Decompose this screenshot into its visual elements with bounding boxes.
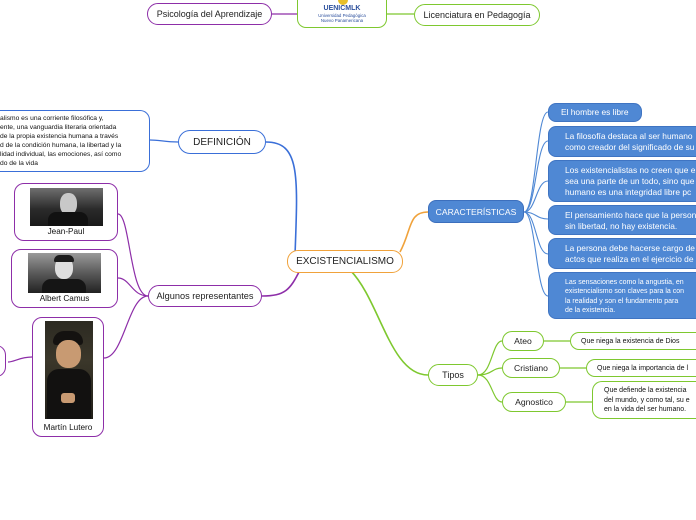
characteristic-2-line-1: La filosofía destaca al ser humano: [565, 131, 693, 141]
characteristic-5[interactable]: La persona debe hacerse cargo de actos q…: [548, 238, 696, 269]
jean-paul-caption: Jean-Paul: [47, 227, 85, 236]
link-person-2: [117, 277, 149, 297]
characteristic-6-line-3: la realidad y son el fundamento para: [565, 297, 679, 305]
node-characteristics-label: CARACTERÍSTICAS: [435, 206, 517, 217]
definition-text-box: alismo es una corriente filosófica y, en…: [0, 110, 150, 172]
characteristic-2-line-2: como creador del significado de su: [565, 142, 695, 152]
link-definition: [265, 141, 298, 256]
albert-camus-caption: Albert Camus: [39, 294, 90, 303]
central-topic[interactable]: EXCISTENCIALISMO: [287, 250, 403, 273]
type-agnostico-desc-line-2: del mundo, y como tal, su e: [604, 396, 690, 404]
definition-line-6: do de la vida: [0, 160, 38, 167]
type-agnostico[interactable]: Agnostico: [502, 392, 566, 412]
node-types[interactable]: Tipos: [428, 364, 478, 386]
type-cristiano-label: Cristiano: [514, 363, 548, 373]
characteristic-5-line-2: actos que realiza en el ejercicio de: [565, 254, 694, 264]
characteristic-6[interactable]: Las sensaciones como la angustia, en exi…: [548, 272, 696, 319]
martin-lutero-photo: [45, 321, 93, 419]
node-licenciatura[interactable]: Licenciatura en Pedagogía: [414, 4, 540, 26]
characteristic-5-line-1: La persona debe hacerse cargo de: [565, 243, 695, 253]
characteristic-6-line-1: Las sensaciones como la angustia, en: [565, 279, 684, 286]
characteristic-4-line-1: El pensamiento hace que la person: [565, 210, 696, 220]
characteristic-3[interactable]: Los existencialistas no creen que e sea …: [548, 160, 696, 202]
node-types-label: Tipos: [442, 370, 464, 380]
characteristic-3-line-3: humano es una integridad libre pc: [565, 187, 692, 197]
jean-paul-photo: [30, 188, 103, 226]
characteristic-3-line-1: Los existencialistas no creen que e: [565, 165, 696, 175]
characteristic-6-line-2: existencialismo son claves para la con: [565, 288, 685, 296]
characteristic-2[interactable]: La filosofía destaca al ser humano como …: [548, 126, 696, 157]
definition-line-2: ente, una vanguardia literaria orientada: [0, 124, 117, 131]
martin-lutero-caption: Martín Lutero: [43, 423, 93, 432]
logo-emblem-icon: [338, 0, 348, 5]
node-licenciatura-label: Licenciatura en Pedagogía: [423, 10, 531, 20]
type-cristiano-desc-line-1: Que niega la importancia de l: [597, 365, 689, 372]
logo-name: UENICMLK: [323, 5, 361, 12]
person-card-jean-paul[interactable]: Jean-Paul: [14, 183, 118, 241]
definition-line-4: d de la condición humana, la libertad y …: [0, 142, 122, 149]
definition-line-3: de la propia existencia humana a través: [0, 133, 119, 140]
characteristic-4[interactable]: El pensamiento hace que la person sin li…: [548, 205, 696, 235]
central-topic-label: EXCISTENCIALISMO: [296, 256, 394, 267]
link-types: [349, 269, 429, 376]
characteristic-1[interactable]: El hombre es libre: [548, 103, 642, 122]
type-agnostico-desc-line-3: en la vida del ser humano.: [604, 406, 687, 413]
node-representatives[interactable]: Algunos representantes: [148, 285, 262, 307]
characteristic-1-line-1: El hombre es libre: [561, 107, 629, 117]
node-characteristics[interactable]: CARACTERÍSTICAS: [428, 200, 524, 223]
logo-node: UENICMLK Universidad Pedagógica Nuevo Pa…: [297, 0, 387, 28]
characteristic-3-line-2: sea una parte de un todo, sino que: [565, 176, 695, 186]
node-psicologia-label: Psicología del Aprendizaje: [156, 9, 263, 19]
type-ateo-label: Ateo: [514, 336, 532, 346]
person-card-albert-camus[interactable]: Albert Camus: [11, 249, 118, 308]
type-ateo-desc: Que niega la existencia de Dios: [570, 332, 696, 350]
type-ateo[interactable]: Ateo: [502, 331, 544, 351]
node-representatives-label: Algunos representantes: [156, 291, 254, 301]
link-person-3: [103, 295, 149, 359]
link-characteristics: [399, 211, 429, 253]
albert-camus-photo: [28, 253, 101, 293]
type-cristiano-desc: Que niega la importancia de l: [586, 359, 696, 377]
link-representatives: [261, 269, 301, 297]
link-person-3-extra: [7, 356, 33, 363]
person-card-martin-lutero[interactable]: Martín Lutero: [32, 317, 104, 437]
logo-line1: Universidad Pedagógica: [318, 13, 366, 18]
type-cristiano[interactable]: Cristiano: [502, 358, 560, 378]
link-definition-text: [149, 139, 179, 143]
characteristic-6-line-4: de la existencia.: [565, 307, 616, 315]
type-ateo-desc-line-1: Que niega la existencia de Dios: [581, 338, 680, 345]
type-agnostico-desc-line-1: Que defiende la existencia: [604, 387, 687, 394]
definition-line-5: lidad individual, las emociones, así com…: [0, 151, 122, 158]
node-definition[interactable]: DEFINICIÓN: [178, 130, 266, 154]
type-agnostico-label: Agnostico: [515, 397, 553, 407]
link-person-1: [117, 213, 149, 297]
node-psicologia[interactable]: Psicología del Aprendizaje: [147, 3, 272, 25]
type-agnostico-desc: Que defiende la existencia del mundo, y …: [592, 381, 696, 419]
logo-line2: Nuevo Panamericana: [320, 18, 364, 23]
characteristic-4-line-2: sin libertad, no hay existencia.: [565, 221, 678, 231]
definition-line-1: alismo es una corriente filosófica y,: [0, 115, 104, 122]
node-definition-label: DEFINICIÓN: [193, 136, 251, 148]
